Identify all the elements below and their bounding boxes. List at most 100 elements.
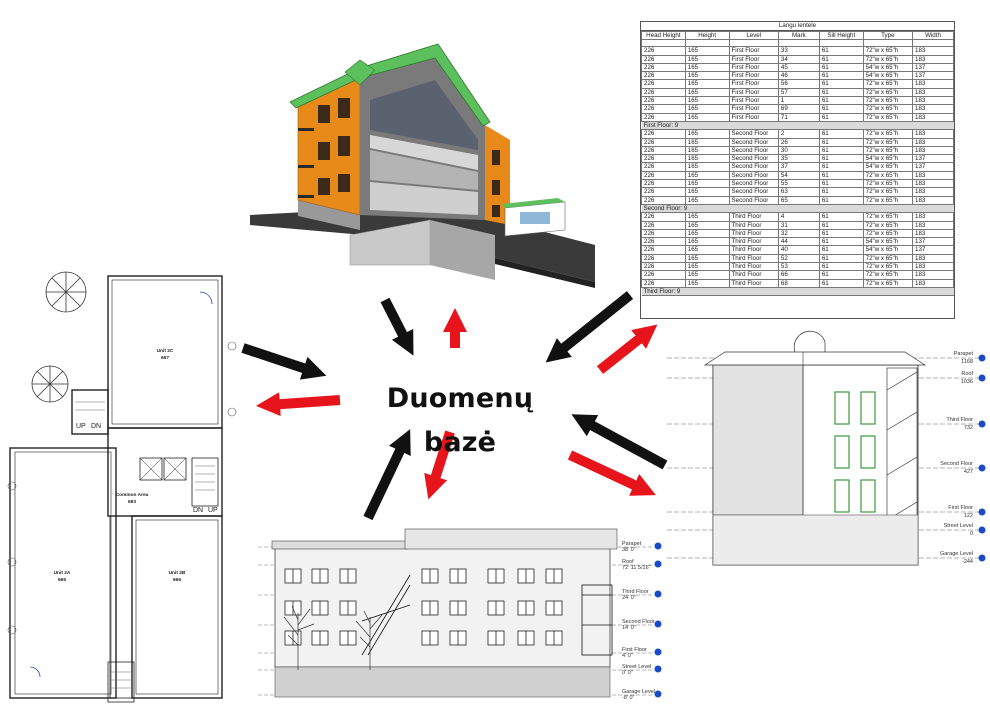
- level-marker-icon: [978, 508, 986, 516]
- level-value: 0: [970, 531, 973, 537]
- north-arrow-icon: [31, 271, 87, 403]
- level-value: 14' 0": [622, 625, 636, 631]
- table-cell: 54"w x 65"h: [862, 62, 914, 73]
- column-header: Type: [862, 30, 914, 41]
- floor-plan-drawing: Unit 2C 667 Unit 2A 665 Unit 2B 666 Comm…: [7, 271, 237, 703]
- table-cell: First Floor: [728, 112, 779, 122]
- level-name: Street Level: [944, 523, 973, 529]
- table-cell: Second Floor: [728, 154, 779, 164]
- arrow-out-to-front: [424, 430, 455, 500]
- level-name: First Floor: [948, 505, 973, 511]
- arrow-in-from-side: [571, 414, 668, 470]
- table-cell: 72"w x 65"h: [862, 129, 914, 139]
- table-cell: First Floor: [728, 46, 779, 56]
- table-cell: Third Floor: [728, 261, 779, 272]
- level-marker-icon: [978, 374, 986, 382]
- arrow-in-from-plan: [241, 343, 327, 380]
- level-marker-icon: [978, 464, 986, 472]
- level-value: 38' 0": [622, 547, 636, 553]
- level-marker-icon: [654, 648, 662, 656]
- level-marker-icon: [654, 690, 662, 698]
- table-cell: 72"w x 65"h: [862, 187, 914, 197]
- level-value: -244: [962, 559, 973, 565]
- schedule-header-row: Head Height Height Level Mark Sill Heigh…: [641, 30, 954, 41]
- table-cell: First Floor: [728, 87, 779, 98]
- room-number: 666: [173, 577, 181, 583]
- level-value: -8' 0": [622, 695, 635, 701]
- table-cell: 72"w x 65"h: [862, 270, 914, 280]
- group-footer: Third Floor: 9: [641, 286, 954, 297]
- room-number: 665: [58, 577, 66, 583]
- level-marker-icon: [654, 620, 662, 628]
- arrow-in-from-front: [363, 429, 411, 521]
- arrow-in-from-model: [380, 297, 414, 356]
- level-name: First Floor: [622, 647, 647, 653]
- table-cell: 54"w x 65"h: [862, 162, 914, 172]
- level-name: Third Floor: [622, 589, 649, 595]
- table-cell: Second Floor: [728, 195, 779, 205]
- table-cell: First Floor: [728, 54, 779, 64]
- table-cell: First Floor: [728, 104, 779, 114]
- column-header: Level: [728, 30, 779, 41]
- table-cell: First Floor: [728, 71, 779, 81]
- level-value: 72' 11 5/16": [622, 565, 651, 571]
- level-name: Third Floor: [946, 417, 973, 423]
- schedule-spacer-row: [641, 39, 954, 48]
- column-header: Width: [912, 30, 954, 41]
- stair-label: DN: [91, 423, 101, 430]
- group-footer-row: Third Floor: 9: [641, 286, 954, 297]
- room-label: Unit 2B: [169, 570, 186, 576]
- table-cell: 54"w x 65"h: [862, 154, 914, 164]
- table-cell: Second Floor: [728, 170, 779, 181]
- level-name: Street Level: [622, 664, 651, 670]
- column-header: Mark: [777, 30, 820, 41]
- database-label: Duomenų bazė: [386, 383, 534, 458]
- table-cell: 72"w x 65"h: [862, 46, 914, 56]
- schedule-title: Langu lentele: [641, 22, 954, 31]
- room-label: Unit 2A: [54, 570, 71, 576]
- table-cell: 54"w x 65"h: [862, 237, 914, 247]
- level-marker-icon: [978, 554, 986, 562]
- level-name: Garage Level: [622, 689, 655, 695]
- table-cell: Third Floor: [728, 278, 779, 288]
- level-name: Roof: [622, 559, 634, 565]
- stair-label: UP: [76, 423, 86, 430]
- arrow-out-to-schedule: [596, 324, 658, 374]
- room-label: Common Area: [116, 492, 149, 498]
- table-cell: First Floor: [728, 62, 779, 73]
- table-cell: 72"w x 65"h: [862, 212, 914, 222]
- table-cell: 72"w x 65"h: [862, 220, 914, 230]
- table-cell: 72"w x 65"h: [862, 170, 914, 181]
- level-marker-icon: [654, 542, 662, 550]
- table-cell: Second Floor: [728, 162, 779, 172]
- level-value: 1036: [961, 379, 973, 385]
- table-cell: 72"w x 65"h: [862, 278, 914, 288]
- level-value: 0' 0": [622, 670, 633, 676]
- building-3d-model: [250, 43, 595, 288]
- level-marker-icon: [654, 560, 662, 568]
- table-cell: 72"w x 65"h: [862, 179, 914, 189]
- table-cell: Third Floor: [728, 253, 779, 264]
- arrow-in-from-schedule: [545, 291, 634, 363]
- level-marker-icon: [978, 526, 986, 534]
- table-cell: Third Floor: [728, 220, 779, 230]
- arrow-out-to-side: [567, 450, 656, 496]
- level-marker-icon: [978, 420, 986, 428]
- table-cell: 72"w x 65"h: [862, 87, 914, 98]
- room-number: 683: [128, 499, 136, 505]
- table-cell: First Floor: [728, 96, 779, 106]
- level-value: 24' 0": [622, 595, 636, 601]
